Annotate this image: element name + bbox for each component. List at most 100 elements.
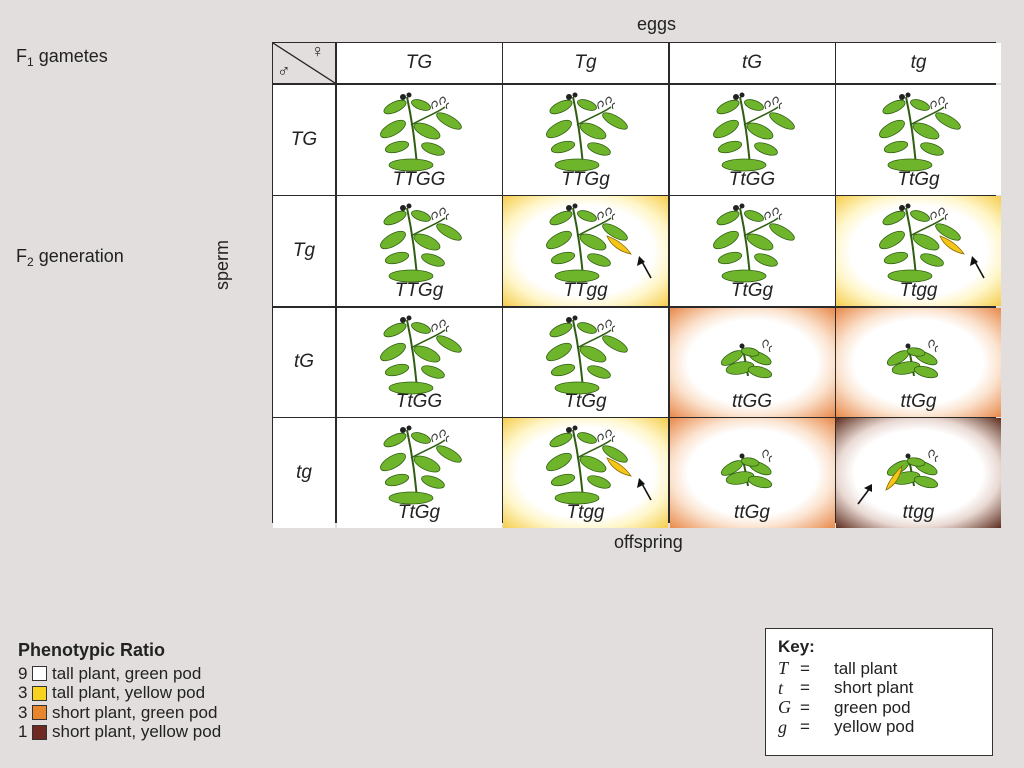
color-swatch [32, 685, 47, 701]
pea-plant-icon [379, 315, 462, 394]
female-symbol-icon: ♀ [311, 41, 325, 61]
pea-plant-icon [720, 449, 772, 489]
genotype-label: Ttgg [566, 502, 605, 523]
pea-plant-icon [546, 315, 628, 394]
key-symbol: g [778, 716, 787, 737]
pea-plant-icon [879, 203, 985, 283]
pea-plant-icon [546, 203, 652, 283]
egg-gamete-header: tG [669, 43, 835, 83]
color-swatch [32, 666, 47, 682]
ratio-item: 9 tall plant, green pod [18, 664, 221, 684]
color-swatch [32, 724, 47, 740]
egg-gamete-header: TG [336, 43, 502, 83]
ratio-count: 3 [18, 683, 28, 703]
key-symbol: G [778, 697, 791, 718]
pea-plant-icon [720, 338, 772, 378]
key-meaning: green pod [834, 697, 911, 717]
key-title: Key: [778, 637, 815, 656]
pea-plant-icon [879, 92, 961, 171]
offspring-cell: TtGg [836, 84, 1001, 195]
offspring-cell: ttGg [669, 418, 835, 528]
offspring-cell: TTgg [503, 196, 668, 306]
ratio-label: short plant, yellow pod [52, 722, 222, 742]
key-equals: = [800, 678, 810, 698]
offspring-cell: ttGg [836, 307, 1001, 417]
pea-plant-icon [546, 92, 628, 171]
male-symbol-icon: ♂ [277, 61, 291, 81]
ratio-count: 3 [18, 702, 28, 722]
pea-plant-icon [712, 203, 795, 283]
f2-generation-label: F2 generation [16, 246, 124, 269]
key-equals: = [800, 697, 810, 717]
offspring-cell: ttGG [669, 307, 835, 417]
sperm-gamete-header: Tg [273, 196, 335, 306]
genotype-label: ttGg [734, 502, 770, 523]
key-item: t = short plant [778, 677, 980, 699]
pea-plant-icon [712, 92, 795, 171]
key-equals: = [800, 717, 810, 737]
offspring-cell: TtGG [336, 307, 502, 417]
ratio-item: 1 short plant, yellow pod [18, 722, 222, 743]
pea-plant-icon [379, 203, 462, 283]
sperm-gamete-header: TG [273, 84, 335, 195]
offspring-cell: ttgg [836, 418, 1001, 528]
sperm-gamete-header: tg [273, 418, 335, 528]
key-meaning: short plant [834, 678, 914, 698]
key-item: g = yellow pod [778, 716, 980, 738]
key-item: T = tall plant [778, 658, 980, 679]
offspring-cell: TTGG [336, 84, 502, 195]
pea-plant-icon [886, 338, 939, 378]
genotype-label: TtGg [564, 390, 607, 412]
ratio-item: 3 short plant, green pod [18, 703, 221, 723]
grid-corner: ♀ ♂ [273, 41, 335, 83]
genotype-label: TtGG [395, 390, 443, 412]
pea-plant-icon [546, 425, 652, 505]
offspring-cell: TtGg [503, 307, 668, 417]
egg-gamete-header: tg [836, 43, 1001, 83]
key-meaning: yellow pod [834, 717, 915, 737]
sperm-gamete-header: tG [273, 307, 335, 417]
phenotypic-ratio-title: Phenotypic Ratio [18, 640, 166, 660]
pea-plant-icon [857, 449, 939, 505]
genotype-label: TtGg [730, 280, 774, 301]
color-swatch [32, 705, 47, 721]
genotype-label: TTgg [563, 280, 608, 301]
genotype-label: TTGg [394, 280, 444, 301]
offspring-cell: TTGg [336, 196, 502, 306]
offspring-cell: Ttgg [836, 196, 1001, 306]
genotype-label: TtGg [397, 502, 441, 523]
ratio-label: short plant, green pod [52, 702, 218, 722]
offspring-label: offspring [614, 532, 683, 552]
pea-plant-icon [379, 425, 462, 505]
pea-plant-icon [379, 92, 462, 171]
offspring-cell: TTGg [503, 84, 668, 195]
genotype-label: Ttgg [899, 280, 938, 301]
key-symbol: t [778, 677, 784, 698]
egg-gamete-header: Tg [503, 43, 668, 83]
genotype-label: TTGG [392, 168, 446, 190]
offspring-cell: TtGg [336, 418, 502, 528]
offspring-cell: TtGg [669, 196, 835, 306]
genotype-label: TtGG [728, 168, 776, 190]
ratio-count: 1 [18, 722, 28, 742]
ratio-count: 9 [18, 663, 28, 683]
genotype-label: TtGg [897, 168, 940, 190]
f1-gametes-label: F1 gametes [16, 46, 108, 69]
ratio-label: tall plant, green pod [52, 663, 202, 683]
genotype-label: ttGg [900, 390, 937, 412]
offspring-cell: TtGG [669, 84, 835, 195]
key-meaning: tall plant [834, 658, 898, 678]
key-equals: = [800, 658, 810, 678]
key-item: G = green pod [778, 697, 980, 718]
sperm-label: sperm [212, 239, 232, 290]
genotype-label: ttgg [902, 502, 935, 523]
corner-diagonal [273, 43, 335, 83]
genotype-label: TTGg [561, 168, 610, 190]
key-symbol: T [778, 658, 789, 679]
eggs-label: eggs [637, 14, 677, 34]
offspring-cell: Ttgg [503, 418, 668, 528]
